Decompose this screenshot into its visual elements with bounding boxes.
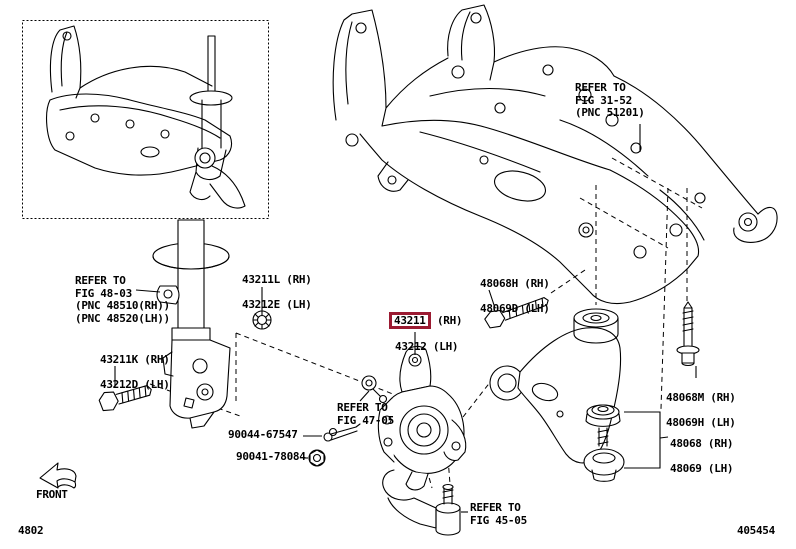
part-callout-48068[interactable]: 48068 (RH) 48069 (LH)	[670, 425, 734, 488]
cotter-clip-drawing	[323, 423, 361, 442]
leader-48068H	[488, 289, 496, 309]
part-number-lh[interactable]: 43212 (LH)	[395, 340, 459, 353]
tie-rod-end-drawing	[382, 469, 461, 536]
part-number-lh[interactable]: 43212D (LH)	[100, 377, 170, 391]
part-callout-48068H[interactable]: 48068H (RH) 48069D (LH)	[480, 265, 550, 328]
part-number-lh[interactable]: 48069 (LH)	[670, 461, 734, 475]
bracket-48068	[624, 411, 661, 469]
reference-note-tie-rod-end: REFER TO FIG 45-05	[470, 501, 527, 527]
selected-part-suffix: (RH)	[430, 313, 463, 327]
drawing-code-bottom-left: 4802	[18, 524, 44, 537]
camber-bolt-drawing	[98, 385, 152, 412]
castle-nut-drawing	[308, 449, 326, 467]
front-direction-arrow-icon	[39, 462, 77, 489]
part-number-rh[interactable]: 48068H (RH)	[480, 276, 550, 290]
inset-assembly-drawing	[46, 25, 246, 209]
front-crossmember-drawing	[332, 4, 778, 305]
ball-joint-dust-cover-drawing	[585, 404, 621, 447]
leader-fig48-03	[135, 289, 161, 293]
part-number-lh[interactable]: 48069H (LH)	[666, 415, 736, 429]
reference-note-strut: REFER TO FIG 48-03 (PNC 48510(RH)) (PNC …	[75, 274, 170, 325]
stabilizer-link-stud-drawing	[361, 375, 388, 404]
selected-part-number-highlight-box[interactable]: 43211	[389, 311, 431, 329]
drawing-code-bottom-right: 405454	[737, 524, 775, 537]
part-number-rh[interactable]: 48068M (RH)	[666, 390, 736, 404]
inset-overview-box	[22, 20, 269, 219]
part-number-lh[interactable]: 43212E (LH)	[242, 297, 312, 311]
part-callout-43211-selected[interactable]: 43211 (RH) 43212 (LH)	[389, 299, 463, 366]
part-callout-43211L[interactable]: 43211L (RH) 43212E (LH)	[242, 261, 312, 324]
arm-rear-bushing	[573, 308, 619, 328]
arm-front-bolt-drawing	[484, 297, 549, 329]
front-direction-label: FRONT	[36, 488, 68, 501]
part-callout-43211K[interactable]: 43211K (RH) 43212D (LH)	[100, 341, 170, 404]
arm-rear-bolt-drawing	[676, 301, 700, 367]
steering-knuckle-drawing	[377, 345, 467, 491]
part-callout-48068M[interactable]: 48068M (RH) 48069H (LH)	[666, 379, 736, 442]
leader-fig47-05	[359, 390, 370, 402]
part-callout-90041[interactable]: 90041-78084	[236, 450, 306, 463]
leader-lines	[114, 124, 697, 513]
lower-control-arm-drawing	[489, 308, 625, 482]
part-number-lh[interactable]: 48069D (LH)	[480, 301, 550, 315]
front-strut-drawing	[152, 219, 231, 429]
part-number-rh[interactable]: 48068 (RH)	[670, 436, 734, 450]
bracket-48068-tick	[659, 436, 669, 439]
part-number-rh[interactable]: 43211K (RH)	[100, 352, 170, 366]
reference-note-stabilizer-link: REFER TO FIG 47-05	[337, 401, 394, 427]
part-number-rh[interactable]: 43211L (RH)	[242, 272, 312, 286]
reference-note-crossmember: REFER TO FIG 31-52 (PNC 51201)	[575, 81, 645, 119]
part-callout-90044[interactable]: 90044-67547	[228, 428, 298, 441]
